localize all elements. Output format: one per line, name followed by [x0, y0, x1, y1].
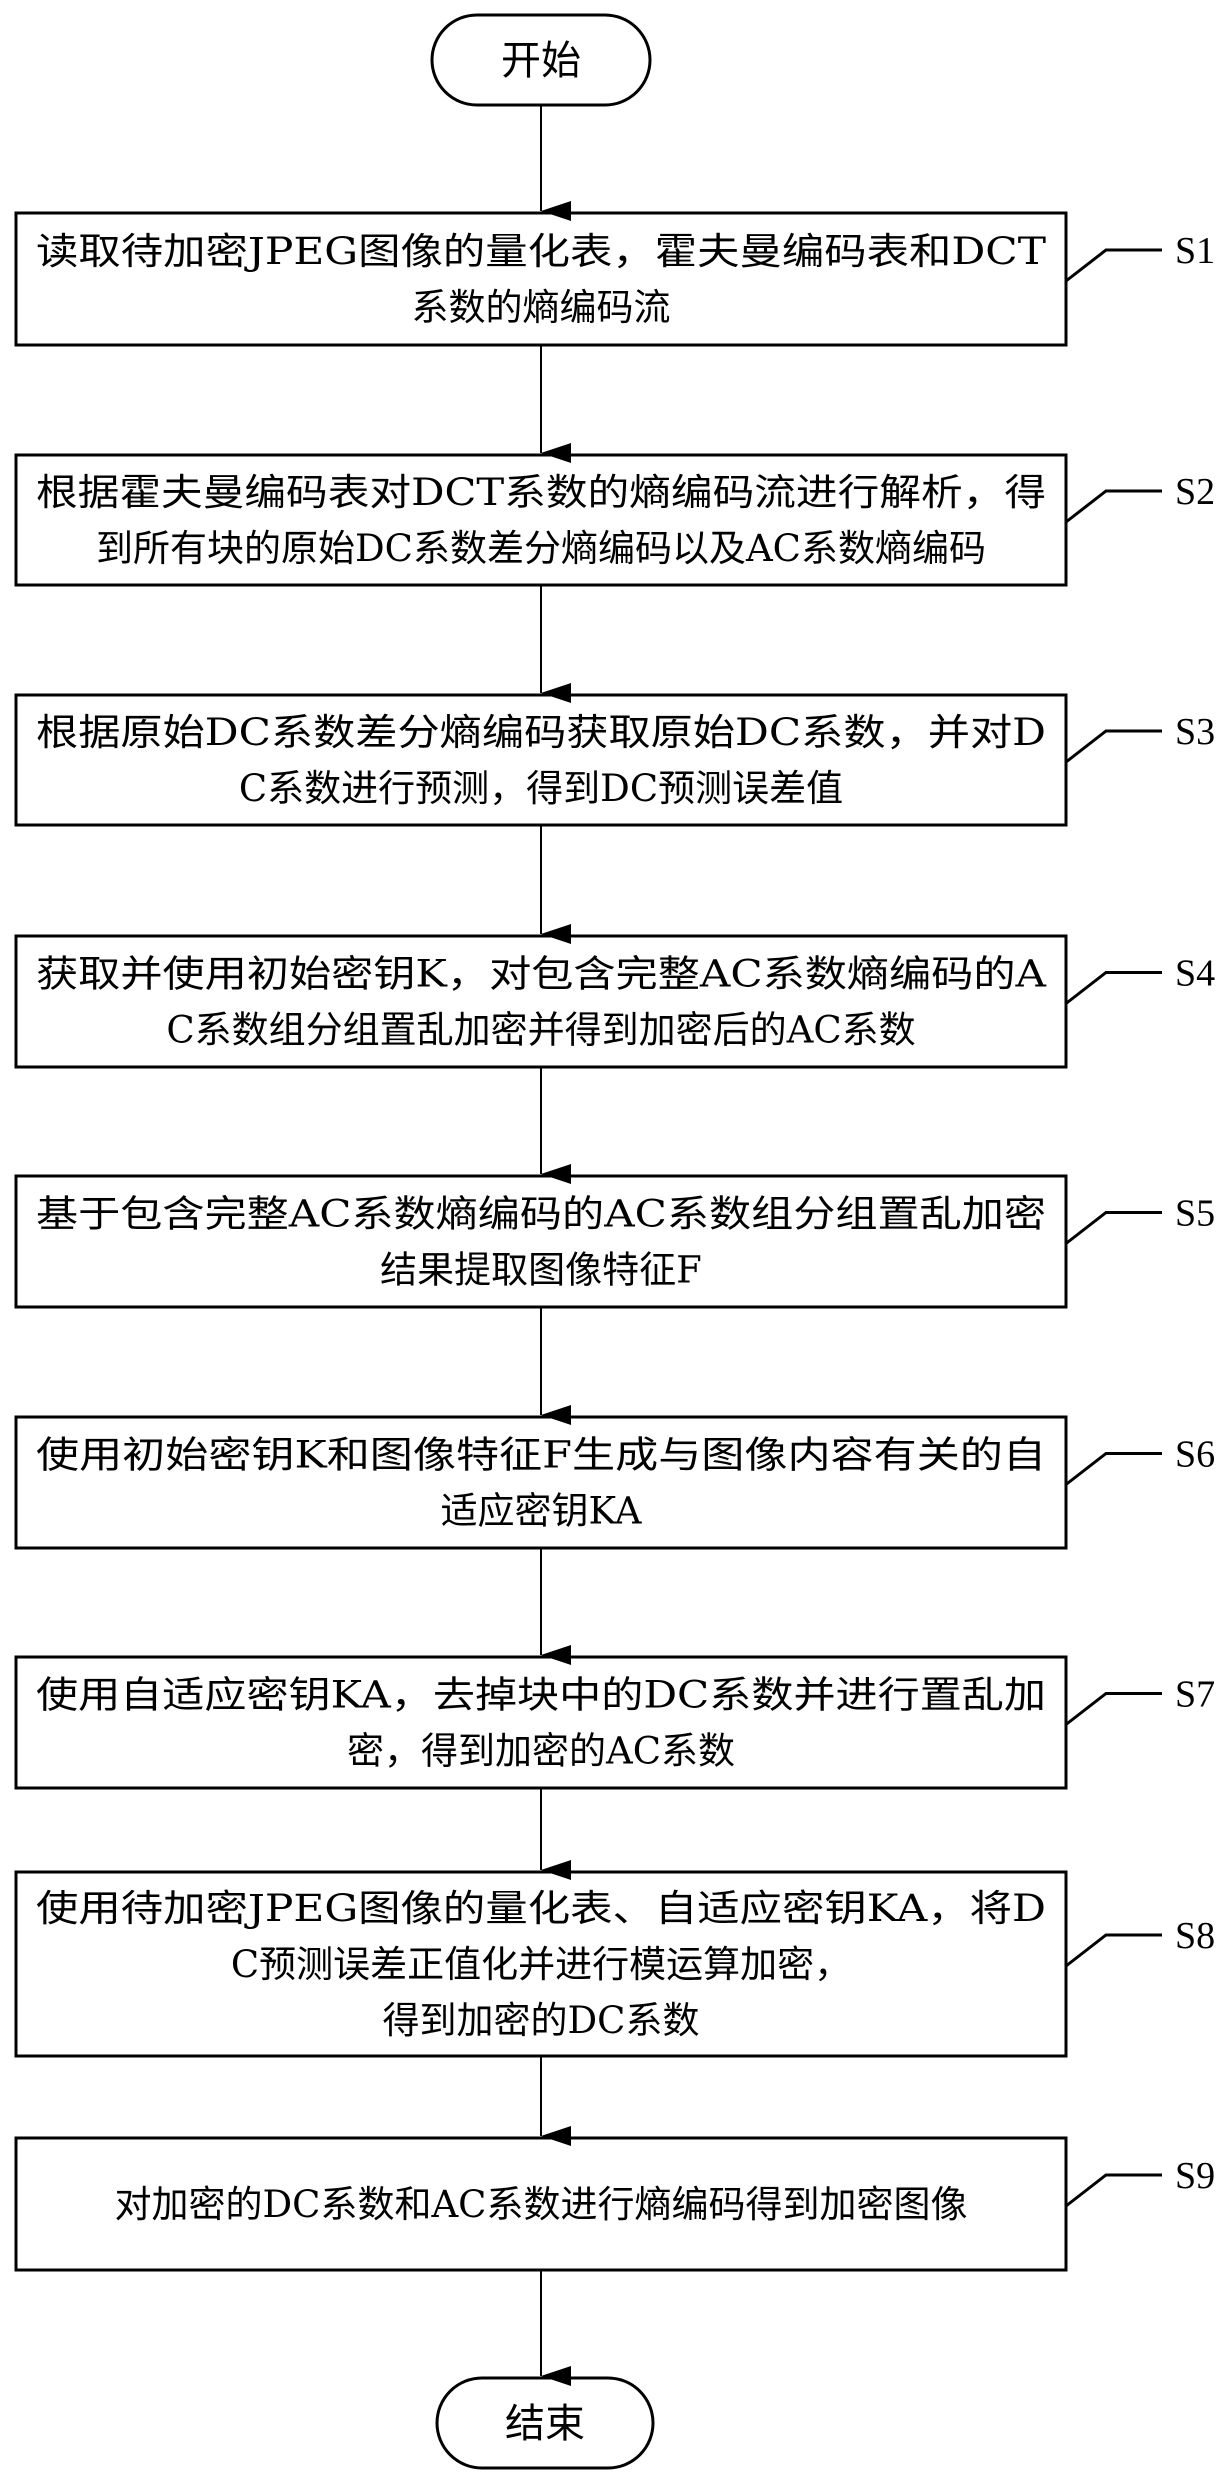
- step-text-line: 对加密的DC系数和AC系数进行熵编码得到加密图像: [114, 2183, 967, 2226]
- step-label: S2: [1175, 471, 1215, 513]
- step-text-line: 使用初始密钥K和图像特征F生成与图像内容有关的自: [36, 1434, 1046, 1477]
- step-text-line: 根据霍夫曼编码表对DCT系数的熵编码流进行解析，得: [36, 471, 1046, 514]
- step-box: [14, 2136, 1068, 2272]
- step-s4: 获取并使用初始密钥K，对包含完整AC系数熵编码的A C系数组分组置乱加密并得到加密…: [14, 934, 1215, 1069]
- step-box: [14, 1174, 1068, 1309]
- start-label: 开始: [501, 38, 581, 84]
- end-label: 结束: [505, 2401, 585, 2447]
- step-leader-line: [1065, 1211, 1162, 1245]
- step-box: [14, 934, 1068, 1069]
- step-text-line: 到所有块的原始DC系数差分熵编码以及AC系数熵编码: [96, 527, 986, 570]
- step-label: S7: [1175, 1674, 1215, 1716]
- step-leader-line: [1065, 1452, 1162, 1486]
- step-s3: 根据原始DC系数差分熵编码获取原始DC系数，并对D C系数进行预测，得到DC预测误…: [14, 693, 1215, 827]
- step-text-line: 使用自适应密钥KA，去掉块中的DC系数并进行置乱加: [36, 1674, 1046, 1717]
- step-text-line: C系数组分组置乱加密并得到加密后的AC系数: [166, 1009, 915, 1052]
- step-text-line: 适应密钥KA: [441, 1490, 643, 1533]
- step-text-line: 结果提取图像特征F: [380, 1249, 702, 1292]
- step-label: S3: [1175, 711, 1215, 753]
- step-leader-line: [1065, 729, 1162, 764]
- step-box: [14, 693, 1068, 827]
- step-box: [14, 211, 1068, 347]
- step-label: S8: [1175, 1915, 1215, 1957]
- steps-layer: 读取待加密JPEG图像的量化表，霍夫曼编码表和DCT 系数的熵编码流 S1 根据霍夫曼…: [14, 211, 1215, 2272]
- step-s8: 使用待加密JPEG图像的量化表、自适应密钥KA，将D C预测误差正值化并进行模运算…: [14, 1870, 1215, 2058]
- step-label: S6: [1175, 1434, 1215, 1476]
- step-text-line: 根据原始DC系数差分熵编码获取原始DC系数，并对D: [36, 711, 1046, 754]
- step-text-line: C预测误差正值化并进行模运算加密，: [231, 1943, 851, 1986]
- step-label: S4: [1175, 953, 1215, 995]
- step-label: S1: [1175, 230, 1215, 272]
- step-text-line: 读取待加密JPEG图像的量化表，霍夫曼编码表和DCT: [36, 230, 1046, 273]
- step-label: S5: [1175, 1193, 1215, 1235]
- step-box: [14, 1655, 1068, 1790]
- step-leader-line: [1065, 248, 1162, 283]
- step-text-line: 获取并使用初始密钥K，对包含完整AC系数熵编码的A: [36, 953, 1047, 996]
- step-text-line: 使用待加密JPEG图像的量化表、自适应密钥KA，将D: [36, 1887, 1046, 1930]
- step-text-line: 密，得到加密的AC系数: [347, 1730, 735, 1773]
- start-terminal-shape: [430, 13, 652, 107]
- step-leader-line: [1065, 971, 1162, 1005]
- step-label: S9: [1175, 2155, 1215, 2197]
- end-terminal: 结束: [435, 2376, 655, 2470]
- step-box: [14, 1870, 1068, 2058]
- step-s9: 对加密的DC系数和AC系数进行熵编码得到加密图像 S9: [14, 2136, 1215, 2272]
- step-leader-line: [1065, 2173, 1162, 2208]
- step-s1: 读取待加密JPEG图像的量化表，霍夫曼编码表和DCT 系数的熵编码流 S1: [14, 211, 1215, 347]
- step-text-line: 基于包含完整AC系数熵编码的AC系数组分组置乱加密: [36, 1193, 1046, 1236]
- step-s2: 根据霍夫曼编码表对DCT系数的熵编码流进行解析，得到所有块的原始DC系数差分熵编…: [14, 453, 1215, 587]
- step-leader-line: [1065, 489, 1162, 524]
- step-text-line: 得到加密的DC系数: [383, 1999, 700, 2042]
- start-terminal: 开始: [430, 13, 652, 107]
- step-text-line: 系数的熵编码流: [412, 286, 671, 329]
- step-text-line: C系数进行预测，得到DC预测误差值: [239, 767, 843, 810]
- step-leader-line: [1065, 1692, 1162, 1726]
- step-box: [14, 1415, 1068, 1550]
- step-leader-line: [1065, 1933, 1162, 1968]
